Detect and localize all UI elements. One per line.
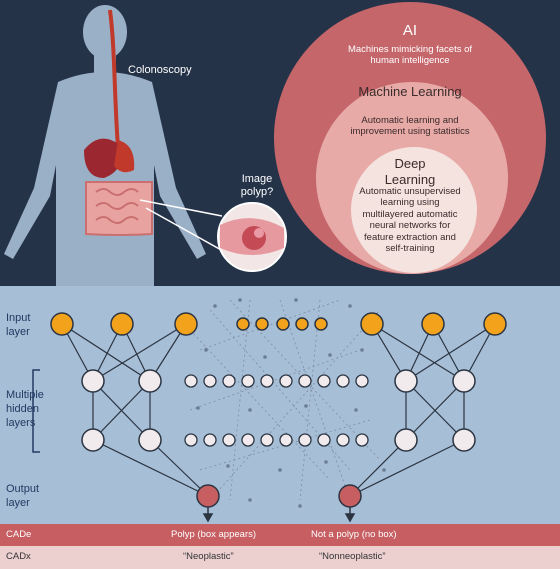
deep-learning-circle xyxy=(351,147,477,273)
digestive-tract-icon xyxy=(84,9,153,236)
zoom-line xyxy=(139,199,233,257)
machine-learning-title: Machine Learning xyxy=(358,84,462,99)
ai-venn-circles xyxy=(274,2,546,274)
cade-polyp-result: Polyp (box appears) xyxy=(171,529,257,540)
input-layer-label: Input layer xyxy=(6,312,31,338)
machine-learning-description: Automatic learning and improvement using… xyxy=(350,115,470,138)
hidden-layers-label: Multiple hidden layers xyxy=(6,389,44,429)
output-arrows xyxy=(202,507,356,523)
image-polyp-label: Image polyp? xyxy=(240,173,274,199)
network-dotted-mesh xyxy=(189,299,381,501)
network-connections xyxy=(61,323,496,497)
cade-not-polyp-result: Not a polyp (no box) xyxy=(311,529,397,540)
input-layer-nodes xyxy=(50,312,507,336)
hidden-layer-bracket xyxy=(32,369,40,453)
colonoscopy-label: Colonoscopy xyxy=(128,64,192,76)
output-layer-label: Output layer xyxy=(6,483,40,509)
cadx-nonneoplastic-result: “Nonneoplastic” xyxy=(319,551,386,562)
deep-learning-description: Automatic unsupervised learning using mu… xyxy=(359,186,461,254)
cadx-neoplastic-result: “Neoplastic” xyxy=(183,551,234,562)
output-layer-nodes xyxy=(196,484,362,508)
cadx-row: CADx “Neoplastic” “Nonneoplastic” xyxy=(0,546,560,569)
network-mesh-dots xyxy=(196,298,386,508)
cade-row: CADe Polyp (box appears) Not a polyp (no… xyxy=(0,524,560,546)
cadx-label: CADx xyxy=(6,551,31,562)
human-body-silhouette xyxy=(4,5,206,286)
cade-label: CADe xyxy=(6,529,32,540)
hidden-layer-small-nodes xyxy=(184,374,369,447)
ai-description: Machines mimicking facets of human intel… xyxy=(347,44,473,67)
polyp-image-icon xyxy=(217,202,287,272)
ai-title: AI xyxy=(402,22,418,39)
deep-learning-title: Deep Learning xyxy=(384,156,436,187)
hidden-layer-nodes xyxy=(81,369,476,452)
